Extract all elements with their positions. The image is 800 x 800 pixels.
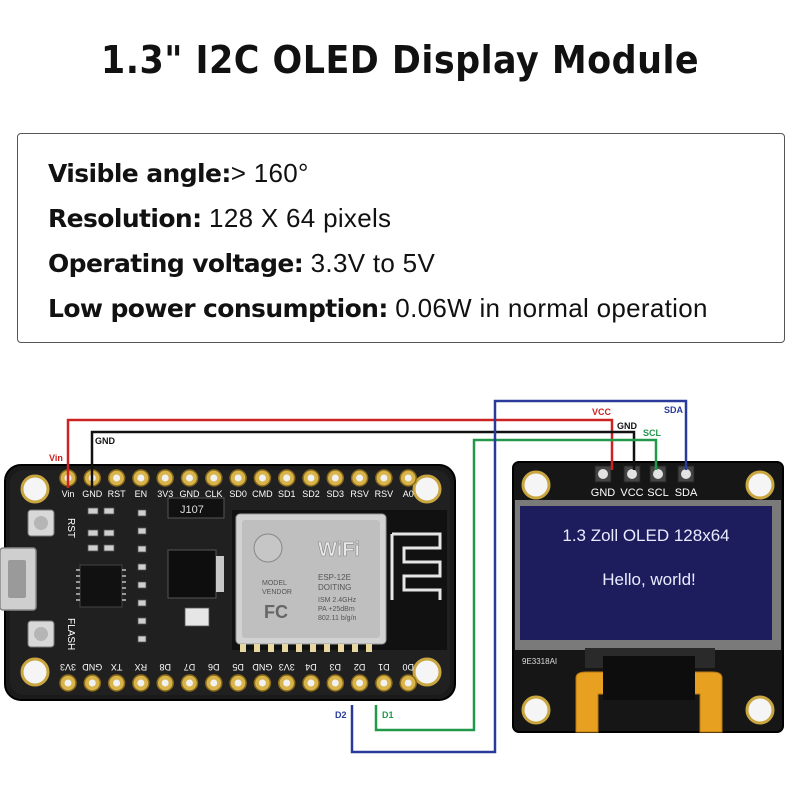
pin-label: CMD bbox=[252, 489, 273, 499]
pin-label: 3V3 bbox=[60, 662, 76, 672]
pin-label: GND bbox=[252, 662, 273, 672]
antenna-trace bbox=[390, 532, 442, 600]
oled-pin-labels: GND VCC SCL SDA bbox=[591, 487, 698, 499]
oled-pin-label: SDA bbox=[675, 487, 698, 499]
spec-value: 0.06W in normal operation bbox=[387, 293, 708, 323]
spec-value: 3.3V to 5V bbox=[303, 248, 436, 278]
oled-module: GND VCC SCL SDA 1.3 Zoll OLED 128x64 Hello,… bbox=[512, 461, 784, 733]
spec-label: Low power consumption: bbox=[48, 294, 388, 323]
oled-pin-label: SCL bbox=[647, 487, 668, 499]
module-line: DOITING bbox=[318, 583, 351, 592]
spec-label: Visible angle: bbox=[48, 159, 231, 188]
pin-label: D0 bbox=[402, 662, 414, 672]
pin-label: D3 bbox=[330, 662, 342, 672]
pin-label: SD0 bbox=[229, 489, 247, 499]
oled-header-pins bbox=[594, 465, 695, 483]
spec-power-consumption: Low power consumption: 0.06W in normal o… bbox=[48, 293, 708, 324]
pin-label: D1 bbox=[378, 662, 390, 672]
pin-label: CLK bbox=[205, 489, 223, 499]
wires bbox=[66, 399, 688, 754]
pin-label: 3V3 bbox=[279, 662, 295, 672]
voltage-regulator: J107 bbox=[167, 497, 225, 599]
pin-label: TX bbox=[111, 662, 123, 672]
pin-label: D2 bbox=[354, 662, 366, 672]
rst-button bbox=[27, 509, 55, 537]
top-pin-labels: Vin GND RST EN 3V3 GND CLK SD0 CMD SD1 SD2 SD3 RSV RS… bbox=[62, 489, 414, 499]
bottom-pin-labels: 3V3 GND TX RX D8 D7 D6 D5 GND 3V3 D4 D3 D2 D1 D0 bbox=[60, 662, 414, 672]
wire-label-gnd-right: GND bbox=[617, 421, 638, 431]
wire-label-vin: Vin bbox=[49, 453, 63, 463]
bottom-header-pins bbox=[59, 674, 417, 692]
screen-line-1: 1.3 Zoll OLED 128x64 bbox=[562, 526, 729, 545]
module-line: PA +25dBm bbox=[318, 606, 355, 613]
wire-scl bbox=[374, 438, 658, 732]
oled-pin-label: VCC bbox=[620, 487, 643, 499]
pin-label: RSV bbox=[375, 489, 394, 499]
oled-pin-label: GND bbox=[591, 487, 616, 499]
vendor-logo bbox=[253, 533, 283, 563]
pin-label: D5 bbox=[232, 662, 244, 672]
pin-label: 3V3 bbox=[157, 489, 173, 499]
screen-line-2: Hello, world! bbox=[602, 570, 696, 589]
module-brand: WiFi bbox=[318, 539, 360, 561]
wire-label-vcc: VCC bbox=[592, 407, 612, 417]
wire-vcc bbox=[66, 418, 614, 488]
pin-label: GND bbox=[180, 489, 201, 499]
spec-value: > 160° bbox=[230, 158, 309, 188]
pin-label: D6 bbox=[208, 662, 220, 672]
wire-label-scl: SCL bbox=[643, 428, 662, 438]
pin-label: SD3 bbox=[327, 489, 345, 499]
oled-mounting-holes bbox=[521, 470, 775, 725]
pin-label: SD2 bbox=[302, 489, 320, 499]
spec-visible-angle: Visible angle:> 160° bbox=[48, 158, 309, 189]
wire-label-d1: D1 bbox=[382, 710, 394, 720]
module-line: VENDOR bbox=[262, 589, 292, 596]
page-title: 1.3" I2C OLED Display Module bbox=[100, 38, 700, 82]
flex-cable bbox=[575, 648, 723, 733]
spec-resolution: Resolution: 128 X 64 pixels bbox=[48, 203, 391, 234]
regulator-label: J107 bbox=[180, 504, 204, 516]
wire-label-d2: D2 bbox=[335, 710, 347, 720]
module-line: ISM 2.4GHz bbox=[318, 597, 357, 604]
wire-label-gnd-left: GND bbox=[95, 436, 116, 446]
usb-port bbox=[0, 547, 37, 611]
pin-label: GND bbox=[82, 489, 103, 499]
module-line: MODEL bbox=[262, 580, 287, 587]
spec-operating-voltage: Operating voltage: 3.3V to 5V bbox=[48, 248, 435, 279]
spec-label: Resolution: bbox=[48, 204, 202, 233]
flash-label: FLASH bbox=[65, 618, 76, 650]
oled-screen bbox=[520, 506, 772, 640]
pin-label: SD1 bbox=[278, 489, 296, 499]
pin-label: D4 bbox=[305, 662, 317, 672]
fc-mark: FC bbox=[264, 602, 288, 622]
pin-label: Vin bbox=[62, 489, 75, 499]
pin-label: GND bbox=[82, 662, 103, 672]
module-line: ESP-12E bbox=[318, 573, 351, 582]
pin-label: A0 bbox=[403, 489, 414, 499]
esp-module: WiFi MODEL VENDOR ESP-12E DOITING ISM 2.… bbox=[232, 510, 447, 652]
rst-label: RST bbox=[65, 518, 76, 538]
wire-sda bbox=[350, 399, 688, 754]
spec-label: Operating voltage: bbox=[48, 249, 304, 278]
smd-components bbox=[87, 507, 210, 643]
pin-label: RST bbox=[108, 489, 127, 499]
panel-code: 9E3318AI bbox=[522, 657, 557, 666]
spec-value: 128 X 64 pixels bbox=[201, 203, 392, 233]
wire-label-sda: SDA bbox=[664, 405, 684, 415]
wire-gnd bbox=[90, 430, 636, 488]
flash-button bbox=[27, 620, 55, 648]
pin-label: RSV bbox=[350, 489, 369, 499]
usb-serial-chip bbox=[76, 564, 126, 608]
mounting-holes bbox=[20, 474, 442, 687]
pin-label: D7 bbox=[184, 662, 196, 672]
pin-label: RX bbox=[135, 662, 148, 672]
top-header-pins bbox=[59, 469, 417, 487]
spec-box: Visible angle:> 160° Resolution: 128 X 6… bbox=[17, 133, 785, 343]
pin-label: EN bbox=[135, 489, 148, 499]
module-line: 802.11 b/g/n bbox=[318, 615, 357, 622]
pin-label: D8 bbox=[159, 662, 171, 672]
